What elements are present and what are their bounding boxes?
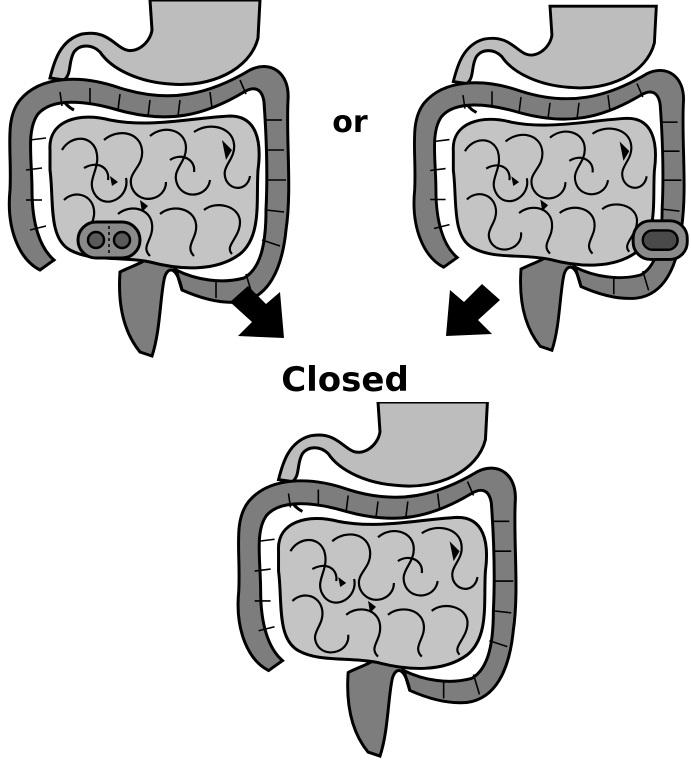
end-stoma (633, 221, 687, 260)
intestine-illustration-closed (228, 402, 528, 770)
arrow-down-right-icon (222, 282, 292, 342)
loop-stoma (78, 222, 140, 258)
closed-label: Closed (270, 360, 420, 400)
or-label: or (320, 105, 380, 140)
arrow-down-left-icon (438, 280, 508, 340)
